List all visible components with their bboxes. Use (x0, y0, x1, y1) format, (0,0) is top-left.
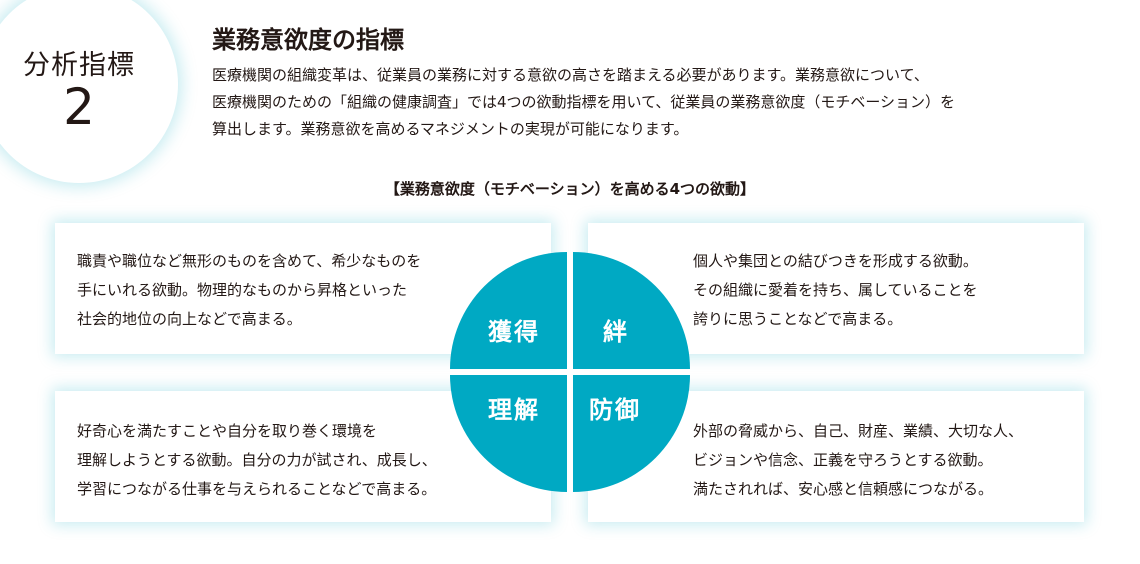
badge-label: 分析指標 (23, 50, 135, 81)
quadrant-defend: 防御 (573, 375, 690, 492)
diagram-subtitle: 【業務意欲度（モチベーション）を高める4つの欲動】 (384, 180, 756, 198)
metric-badge: 分析指標 2 (0, 0, 178, 183)
quadrant-acquire-label: 獲得 (488, 318, 540, 346)
quadrant-acquire: 獲得 (450, 252, 567, 369)
card-comprehend-text: 好奇心を満たすことや自分を取り巻く環境を 理解しようとする欲動。自分の力が試され… (77, 422, 437, 498)
four-drives-circle: 獲得 絆 理解 防御 (450, 252, 690, 492)
quadrant-bond: 絆 (573, 252, 690, 369)
quadrant-defend-label: 防御 (589, 396, 641, 424)
badge-number: 2 (63, 78, 95, 136)
card-defend-text: 外部の脅威から、自己、財産、業績、大切な人、 ビジョンや信念、正義を守ろうとする… (693, 422, 1024, 498)
card-bond-text: 個人や集団との結びつきを形成する欲動。 その組織に愛着を持ち、属していることを … (693, 252, 978, 328)
card-acquire-text: 職責や職位など無形のものを含めて、希少なものを 手にいれる欲動。物理的なものから… (77, 252, 422, 328)
page-description: 医療機関の組織変革は、従業員の業務に対する意欲の高さを踏まえる必要があります。業… (212, 66, 956, 138)
quadrant-comprehend-label: 理解 (488, 396, 540, 424)
page-title: 業務意欲度の指標 (212, 26, 404, 54)
quadrant-comprehend: 理解 (450, 375, 567, 492)
quadrant-bond-label: 絆 (603, 318, 629, 346)
